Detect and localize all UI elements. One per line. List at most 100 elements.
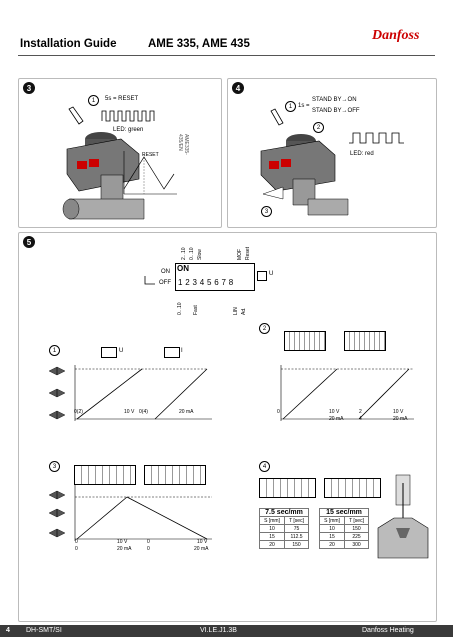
x-tick: 20 mA (329, 416, 344, 422)
x-tick: 10 V (329, 409, 340, 415)
dip-on-label: ON (177, 264, 189, 273)
doc-code: DH-SMT/SI (26, 627, 62, 634)
dip-5: 5 (207, 278, 215, 287)
dip-1: 1 (178, 278, 186, 287)
table-cell: 20 (318, 540, 346, 549)
x-tick: 10 V (124, 409, 135, 415)
x-tick: 0(4) (139, 409, 148, 415)
reset-graph (123, 151, 177, 195)
page-title: Installation Guide (20, 38, 117, 50)
actuator-illustration (260, 108, 349, 216)
step-number: 3 (49, 461, 60, 472)
x-tick: 10 V (197, 539, 208, 545)
step-number: 3 (261, 206, 272, 217)
x-tick: 0 (75, 546, 78, 552)
led-status: LED: red (350, 151, 374, 157)
dip-8: 8 (228, 278, 236, 287)
table-cell: 112.5 (284, 532, 309, 541)
dip-top-label: MOF (237, 248, 243, 260)
sub2-graph (280, 365, 414, 421)
page-number: 4 (6, 627, 10, 634)
x-tick: 2 (359, 409, 362, 415)
u-switch-icon (101, 347, 117, 358)
figure-code: AME335-435/EN (177, 134, 189, 155)
led-signal-icon (349, 132, 404, 144)
dip-bottom-label: Fast (193, 305, 199, 315)
table-cell: 10 (318, 524, 346, 533)
table-cell: 300 (344, 540, 369, 549)
x-tick: 0 (277, 409, 280, 415)
led-signal-icon (101, 110, 155, 122)
x-tick: 20 mA (179, 409, 194, 415)
table-title: 7.5 sec/mm (259, 508, 309, 516)
table-header-row: S [mm]T [sec] (318, 516, 369, 525)
section-number: 3 (23, 82, 35, 94)
x-tick: 10 V (393, 409, 404, 415)
x-tick: 0(2) (74, 409, 83, 415)
ground-icon (144, 276, 155, 285)
dip-switch[interactable] (324, 478, 381, 498)
reset-instruction: 5s = RESET (105, 96, 139, 102)
dip-3: 3 (192, 278, 200, 287)
table-cell: 15 (258, 532, 286, 541)
dip-top-label: 2...10 (181, 247, 187, 260)
dip-switch[interactable] (284, 331, 326, 351)
on-label: ON (161, 269, 170, 275)
section-number: 4 (232, 82, 244, 94)
dip-4: 4 (199, 278, 207, 287)
step-number: 4 (259, 461, 270, 472)
i-label: I (181, 348, 183, 354)
step-number: 1 (88, 95, 99, 106)
table-cell: 15 (318, 532, 346, 541)
table-header-row: S [mm]T [sec] (258, 516, 309, 525)
dip-7: 7 (221, 278, 229, 287)
dip-bottom-label: LIN (233, 307, 239, 315)
dip-switch[interactable] (344, 331, 386, 351)
dip-switch[interactable]: ON 12345678 (175, 263, 255, 291)
dip-bottom-label: 0...10 (177, 302, 183, 315)
actuator-illustration (62, 106, 145, 220)
i-switch-icon (164, 347, 180, 358)
step-number: 1 (285, 101, 296, 112)
u-label: U (119, 348, 124, 354)
dip-switch[interactable] (74, 465, 136, 485)
valve-cross-section-illustration (377, 474, 429, 559)
state-on: STAND BY→ON (312, 97, 357, 103)
table-cell: 150 (344, 524, 369, 533)
x-tick: 10 V (117, 539, 128, 545)
table-header: T [sec] (284, 516, 309, 525)
dip-switch[interactable] (259, 478, 316, 498)
section-5: 5 ON OFF ON 12345678 2...10 0...10 Slow … (18, 232, 437, 622)
state-off: STAND BY→OFF (312, 108, 360, 114)
timing-label: 1s = (298, 103, 310, 109)
table-cell: 75 (284, 524, 309, 533)
x-tick: 0 (75, 539, 78, 545)
dip-switch[interactable] (144, 465, 206, 485)
x-tick: 20 mA (194, 546, 209, 552)
step-number: 1 (49, 345, 60, 356)
doc-reference: VI.LE.J1.3B (200, 627, 237, 634)
table-cell: 20 (258, 540, 286, 549)
dip-bottom-label: Ad. (241, 307, 247, 315)
off-label: OFF (159, 280, 171, 286)
sub1-graph (48, 365, 212, 421)
hand-pointer-icon (68, 106, 84, 125)
x-tick: 0 (147, 546, 150, 552)
table-cell: 225 (344, 532, 369, 541)
step-number: 2 (259, 323, 270, 334)
valve-icon (48, 366, 66, 420)
valve-icon (48, 490, 66, 538)
reset-graph-label: RESET (142, 152, 159, 158)
u-label: U (269, 271, 274, 277)
table-header: S [mm] (318, 516, 346, 525)
led-status: LED: green (113, 127, 144, 133)
table-header: T [sec] (344, 516, 369, 525)
section-3: 3 1 5s = RESET LED: green RESET AME335-4… (18, 78, 222, 228)
